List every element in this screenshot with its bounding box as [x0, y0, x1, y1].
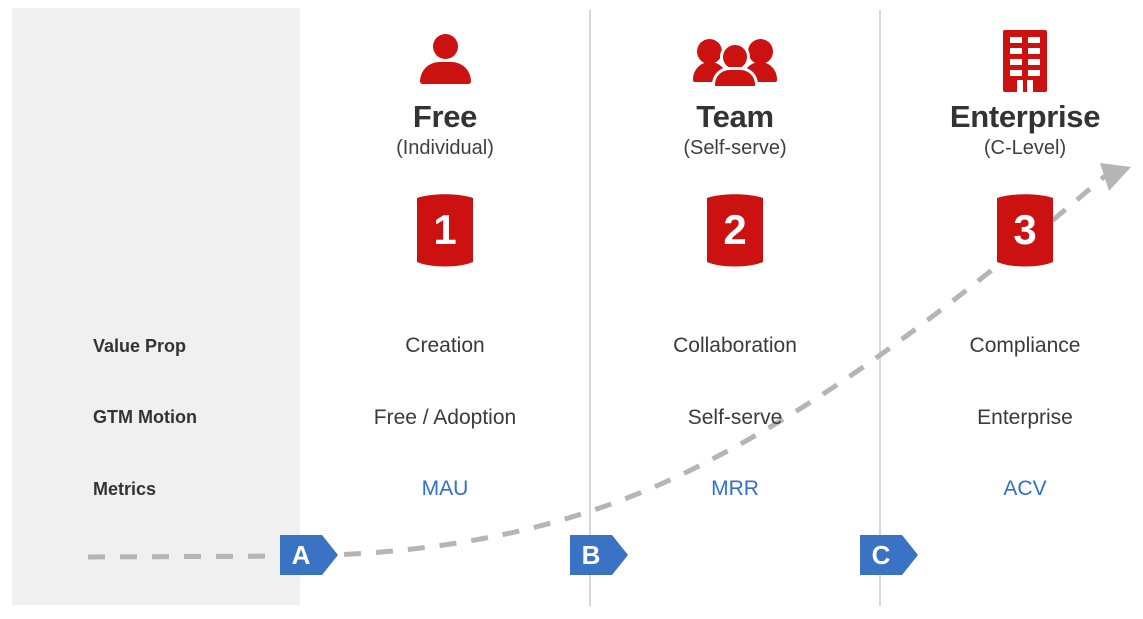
building-icon-window — [1010, 48, 1022, 54]
stage-marker-a: A — [280, 535, 338, 575]
row-label-gtm-motion: GTM Motion — [93, 407, 197, 427]
building-icon-window — [1028, 59, 1040, 65]
stage-marker-c: C — [860, 535, 918, 575]
cell-metric-free: MAU — [421, 477, 469, 500]
tier-icon-team — [590, 22, 880, 100]
person-icon-body — [420, 62, 471, 84]
tier-name-free: Free — [412, 99, 478, 134]
people-group-icon-body-center — [712, 67, 758, 86]
tier-icon-enterprise — [880, 22, 1143, 100]
tier-name-team: Team — [696, 99, 774, 134]
building-icon-window — [1028, 37, 1040, 43]
column-free: Free (Individual) 1 — [300, 0, 590, 282]
row-label-value-prop: Value Prop — [93, 336, 187, 356]
stage-marker-b: B — [570, 535, 628, 575]
tier-subtitle-free: (Individual) — [396, 137, 494, 160]
cell-value-prop-enterprise: Compliance — [969, 334, 1081, 357]
cell-metric-team: MRR — [711, 477, 759, 500]
stage-marker-c-label: C — [871, 540, 891, 570]
building-icon-door — [1017, 80, 1023, 92]
stage-badge-number-team: 2 — [723, 206, 747, 254]
stage-badge-team: 2 — [707, 192, 763, 268]
tier-subtitle-team: (Self-serve) — [683, 137, 787, 160]
building-icon-window — [1010, 70, 1022, 76]
stage-badge-enterprise: 3 — [997, 192, 1053, 268]
cell-gtm-motion-free: Free / Adoption — [373, 406, 517, 429]
stage-badge-number-free: 1 — [433, 206, 457, 254]
column-team: Team (Self-serve) 2 — [590, 0, 880, 282]
cell-value-prop-team: Collaboration — [673, 334, 797, 357]
building-icon-window — [1010, 37, 1022, 43]
tier-icon-free — [300, 22, 590, 100]
column-enterprise: Enterprise (C-Level) 3 — [880, 0, 1143, 282]
stage-badge-number-enterprise: 3 — [1013, 206, 1037, 254]
people-group-icon-head-right — [748, 39, 773, 64]
badge-wrap-free: 1 — [300, 192, 590, 282]
stage-badge-free: 1 — [417, 192, 473, 268]
cell-value-prop-free: Creation — [405, 334, 485, 357]
badge-wrap-enterprise: 3 — [880, 192, 1143, 282]
people-group-icon — [693, 36, 777, 86]
cell-gtm-motion-enterprise: Enterprise — [977, 406, 1073, 429]
person-icon — [417, 34, 473, 90]
tier-subtitle-enterprise: (C-Level) — [983, 137, 1067, 160]
badge-wrap-team: 2 — [590, 192, 880, 282]
building-icon-door — [1027, 80, 1033, 92]
building-icon-window — [1028, 70, 1040, 76]
tier-name-enterprise: Enterprise — [949, 99, 1101, 134]
cell-gtm-motion-team: Self-serve — [687, 406, 783, 429]
row-label-panel — [12, 8, 300, 605]
building-icon-window — [1028, 48, 1040, 54]
stage-marker-b-label: B — [581, 540, 601, 570]
stage-marker-a-label: A — [291, 540, 311, 570]
people-group-icon-head-left — [697, 39, 722, 64]
building-icon — [1003, 30, 1047, 92]
row-label-metrics: Metrics — [93, 479, 157, 499]
building-icon-window — [1010, 59, 1022, 65]
person-icon-head — [433, 34, 458, 59]
cell-metric-enterprise: ACV — [1003, 477, 1047, 500]
